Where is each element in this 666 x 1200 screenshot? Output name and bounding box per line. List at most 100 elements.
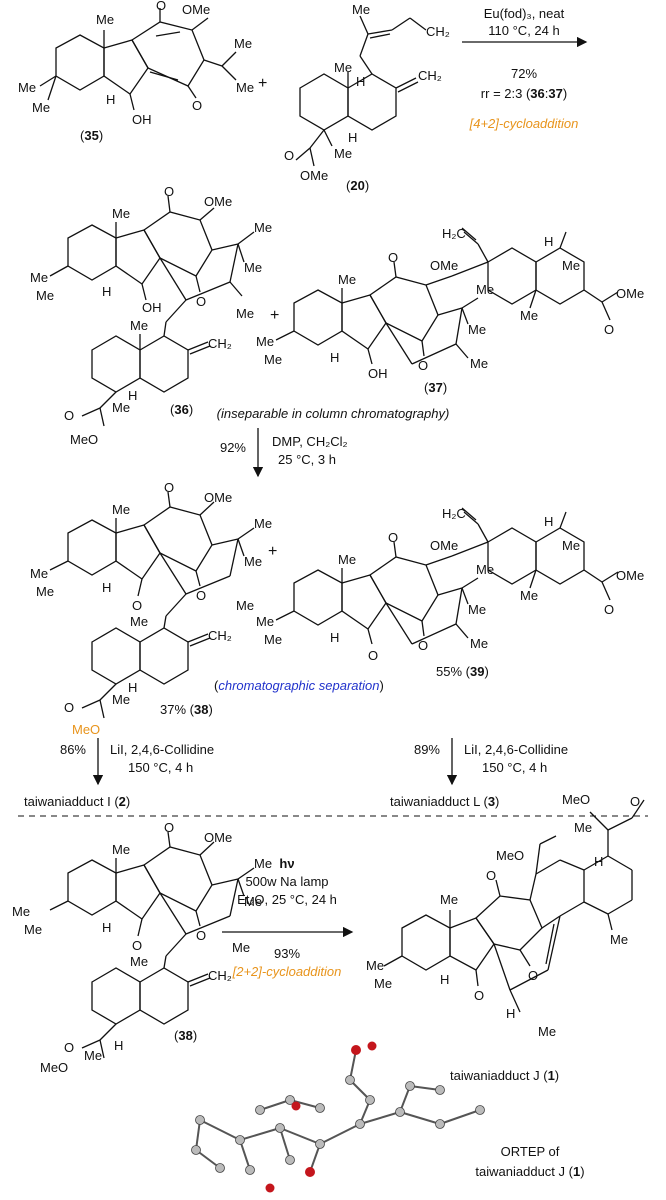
structure-taiwaniadduct-j bbox=[383, 799, 645, 1013]
me-label: Me bbox=[254, 856, 272, 871]
structure-20 bbox=[295, 15, 427, 167]
compound-label-36: (36) bbox=[170, 402, 193, 417]
step4-reaction-type: [2+2]-cycloaddition bbox=[232, 964, 342, 979]
structure-35 bbox=[39, 8, 237, 111]
ome-label: OMe bbox=[300, 168, 328, 183]
me-label: Me bbox=[244, 260, 262, 275]
me-label: Me bbox=[112, 400, 130, 415]
o-label: O bbox=[196, 588, 206, 603]
me-label: Me bbox=[338, 552, 356, 567]
compound-label-38-repeat: (38) bbox=[174, 1028, 197, 1043]
me-label: Me bbox=[130, 318, 148, 333]
compound-label-38: 37% (38) bbox=[160, 702, 213, 717]
me-label: Me bbox=[440, 892, 458, 907]
inseparable-note: (inseparable in column chromatography) bbox=[217, 406, 450, 421]
me-label: Me bbox=[334, 146, 352, 161]
compound-label-20: (20) bbox=[346, 178, 369, 193]
ch2-label: CH₂ bbox=[418, 68, 442, 83]
o-label: O bbox=[196, 294, 206, 309]
o-label: O bbox=[192, 98, 202, 113]
step3b-reagent: LiI, 2,4,6-Collidine bbox=[464, 742, 568, 757]
step3a-product: taiwaniadduct I (2) bbox=[24, 794, 130, 809]
step1-yield: 72% bbox=[511, 66, 537, 81]
o-label: O bbox=[196, 928, 206, 943]
ortep-caption-line1: ORTEP of bbox=[501, 1144, 560, 1159]
ortep-structure-image bbox=[191, 1041, 485, 1193]
h-label: H bbox=[106, 92, 115, 107]
o-label: O bbox=[164, 820, 174, 835]
o-label: O bbox=[164, 480, 174, 495]
h-label: H bbox=[356, 74, 365, 89]
meo-label: MeO bbox=[562, 792, 590, 807]
o-label: O bbox=[418, 638, 428, 653]
me-label: Me bbox=[264, 632, 282, 647]
me-label: Me bbox=[112, 502, 130, 517]
me-label: Me bbox=[352, 2, 370, 17]
me-label: Me bbox=[256, 614, 274, 629]
me-label: Me bbox=[256, 334, 274, 349]
h-label: H bbox=[544, 514, 553, 529]
compound-label-35: (35) bbox=[80, 128, 103, 143]
me-label: Me bbox=[84, 1048, 102, 1063]
me-label: Me bbox=[264, 352, 282, 367]
h-label: H bbox=[128, 388, 137, 403]
step4-conditions: Et₂O, 25 °C, 24 h bbox=[237, 892, 337, 907]
o-label: O bbox=[604, 602, 614, 617]
me-label: Me bbox=[574, 820, 592, 835]
h-label: H bbox=[102, 284, 111, 299]
me-label: Me bbox=[112, 206, 130, 221]
o-label: O bbox=[474, 988, 484, 1003]
me-label: Me bbox=[30, 566, 48, 581]
h2c-label: H₂C bbox=[442, 226, 466, 241]
me-label: Me bbox=[538, 1024, 556, 1039]
ome-label: OMe bbox=[182, 2, 210, 17]
ome-label: OMe bbox=[616, 568, 644, 583]
me-label: Me bbox=[32, 100, 50, 115]
me-label: Me bbox=[232, 940, 250, 955]
step3b-conditions: 150 °C, 4 h bbox=[482, 760, 547, 775]
ome-label: OMe bbox=[204, 194, 232, 209]
me-label: Me bbox=[366, 958, 384, 973]
me-label: Me bbox=[130, 614, 148, 629]
plus-sign: + bbox=[268, 543, 277, 560]
o-label: O bbox=[604, 322, 614, 337]
me-label: Me bbox=[470, 356, 488, 371]
ome-label: OMe bbox=[204, 830, 232, 845]
step1-conditions: 110 °C, 24 h bbox=[488, 23, 559, 38]
h-label: H bbox=[544, 234, 553, 249]
me-label: Me bbox=[476, 562, 494, 577]
compound-label-39: 55% (39) bbox=[436, 664, 489, 679]
step1-reaction-type: [4+2]-cycloaddition bbox=[469, 116, 579, 131]
me-label: Me bbox=[130, 954, 148, 969]
h-label: H bbox=[102, 920, 111, 935]
o-label: O bbox=[132, 598, 142, 613]
me-label: Me bbox=[470, 636, 488, 651]
me-label: Me bbox=[236, 80, 254, 95]
me-label: Me bbox=[468, 322, 486, 337]
o-label: O bbox=[486, 868, 496, 883]
h-label: H bbox=[348, 130, 357, 145]
o-label: O bbox=[64, 408, 74, 423]
ch2-label: CH₂ bbox=[208, 968, 232, 983]
oh-label: OH bbox=[132, 112, 152, 127]
meo-label: MeO bbox=[72, 722, 100, 737]
ch2-label: CH₂ bbox=[208, 336, 232, 351]
o-label: O bbox=[64, 1040, 74, 1055]
me-label: Me bbox=[562, 258, 580, 273]
structure-39 bbox=[275, 507, 619, 645]
step3a-conditions: 150 °C, 4 h bbox=[128, 760, 193, 775]
h-label: H bbox=[440, 972, 449, 987]
me-label: Me bbox=[96, 12, 114, 27]
me-label: Me bbox=[520, 308, 538, 323]
structure-37 bbox=[275, 227, 619, 365]
plus-sign: + bbox=[270, 307, 279, 324]
me-label: Me bbox=[468, 602, 486, 617]
ch2-label: CH₂ bbox=[208, 628, 232, 643]
o-label: O bbox=[630, 794, 640, 809]
ortep-caption-line2: taiwaniadduct J (1) bbox=[475, 1164, 584, 1179]
h2c-label: H₂C bbox=[442, 506, 466, 521]
h-label: H bbox=[102, 580, 111, 595]
me-label: Me bbox=[24, 922, 42, 937]
me-label: Me bbox=[374, 976, 392, 991]
